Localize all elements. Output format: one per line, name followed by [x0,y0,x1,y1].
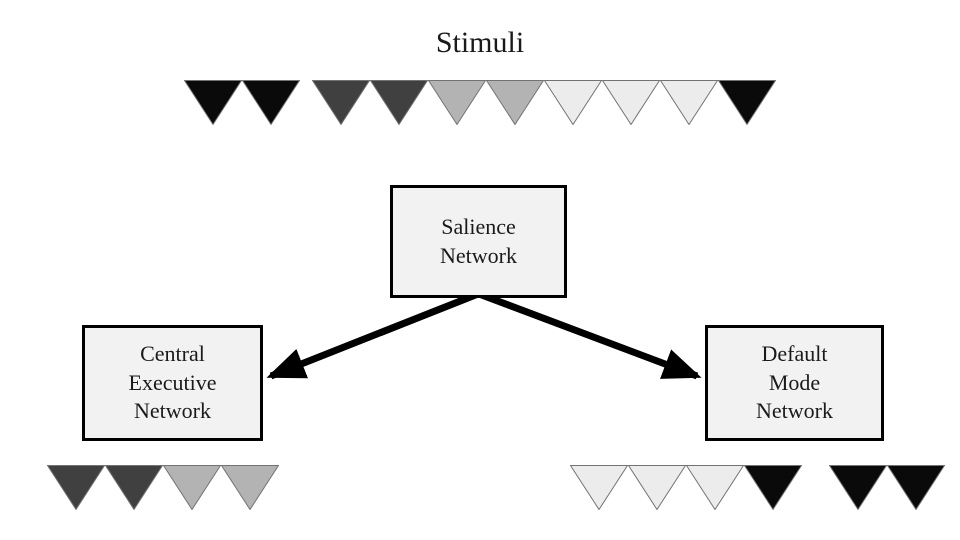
stimulus-triangle-light [570,465,628,510]
stimulus-triangle-black [829,465,887,510]
stimulus-triangle-mid [486,80,544,125]
node-default-mode-network: Default Mode Network [705,325,884,441]
stimulus-triangle-light [660,80,718,125]
stimulus-triangle-black [184,80,242,125]
triangle-group [184,80,300,125]
cen-output-triangle-row [47,465,279,510]
arrow-to-central-executive [266,290,480,380]
stimulus-triangle-black [887,465,945,510]
stimulus-triangle-dark [47,465,105,510]
stimulus-triangle-dark [105,465,163,510]
stimulus-triangle-dark [370,80,428,125]
node-salience-network: Salience Network [390,185,567,298]
stimulus-triangle-black [744,465,802,510]
stimulus-triangle-mid [163,465,221,510]
node-central-executive-network: Central Executive Network [82,325,263,441]
stimulus-triangle-mid [428,80,486,125]
stimulus-triangle-dark [312,80,370,125]
triangle-group [312,80,776,125]
stimulus-triangle-light [628,465,686,510]
triangle-group [829,465,945,510]
stimulus-triangle-black [242,80,300,125]
arrow-to-default-mode [477,290,702,380]
triangle-group [570,465,802,510]
stimulus-triangle-light [544,80,602,125]
dmn-output-triangle-row [570,465,945,510]
triangle-group [47,465,279,510]
stimuli-triangle-row [184,80,776,125]
stimulus-triangle-light [602,80,660,125]
stimulus-triangle-light [686,465,744,510]
stimulus-triangle-black [718,80,776,125]
stimulus-triangle-mid [221,465,279,510]
diagram-title: Stimuli [435,26,525,59]
